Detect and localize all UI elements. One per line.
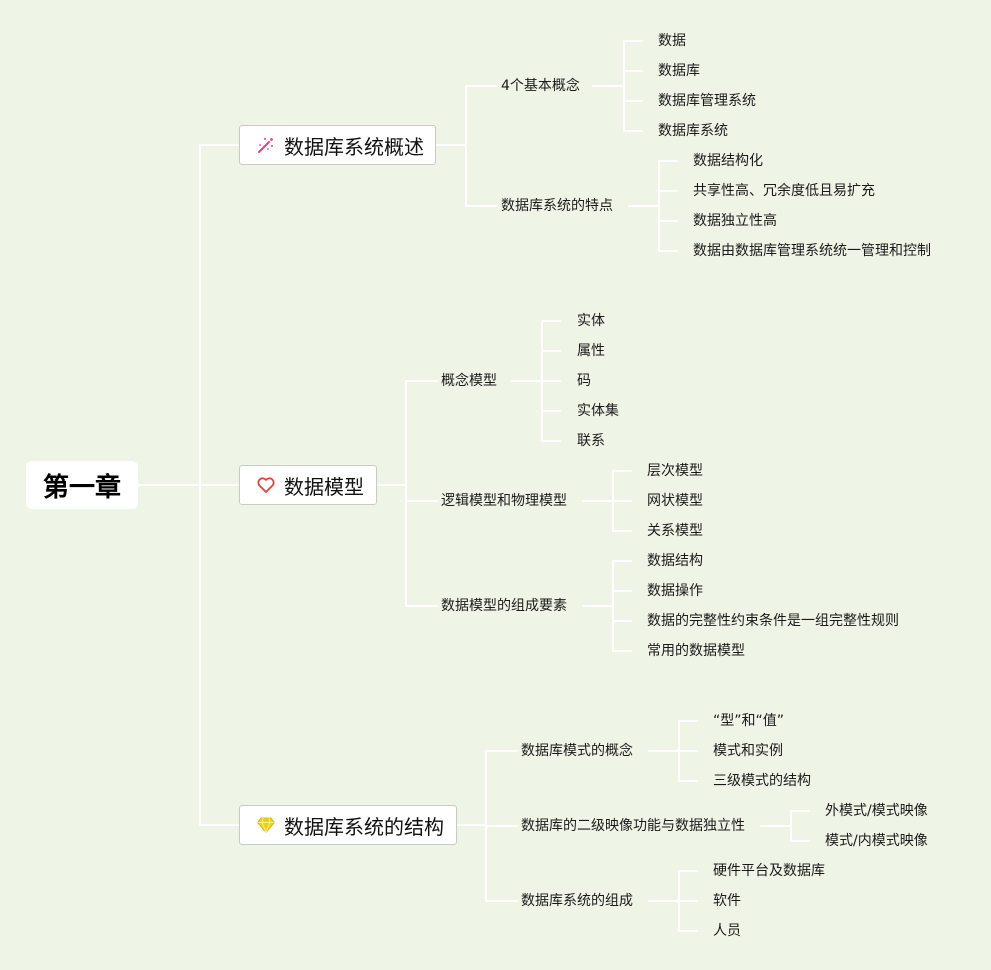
leaf-item[interactable]: 联系 [577, 433, 605, 449]
leaf-item[interactable]: 三级模式的结构 [713, 773, 811, 789]
branch-label: 数据模型 [284, 474, 364, 499]
leaf-item[interactable]: 数据库 [658, 63, 700, 79]
leaf-item[interactable]: 数据的完整性约束条件是一组完整性规则 [647, 613, 899, 629]
sub-topic[interactable]: 数据库系统的组成 [521, 893, 633, 909]
leaf-item[interactable]: 人员 [713, 923, 741, 939]
sub-topic[interactable]: 数据库模式的概念 [521, 743, 633, 759]
leaf-item[interactable]: 模式/内模式映像 [825, 833, 928, 849]
leaf-item[interactable]: 数据独立性高 [693, 213, 777, 229]
leaf-item[interactable]: 层次模型 [647, 463, 703, 479]
root-node[interactable]: 第一章 [26, 461, 138, 509]
branch-label: 数据库系统的结构 [284, 814, 444, 839]
leaf-item[interactable]: 数据由数据库管理系统统一管理和控制 [693, 243, 931, 259]
leaf-item[interactable]: 数据 [658, 33, 686, 49]
sub-topic[interactable]: 逻辑模型和物理模型 [441, 493, 567, 509]
leaf-item[interactable]: “型”和“值” [713, 713, 785, 729]
leaf-item[interactable]: 外模式/模式映像 [825, 803, 928, 819]
leaf-item[interactable]: 数据结构化 [693, 153, 763, 169]
leaf-item[interactable]: 实体 [577, 313, 605, 329]
leaf-item[interactable]: 数据结构 [647, 553, 703, 569]
leaf-item[interactable]: 软件 [713, 893, 741, 909]
leaf-item[interactable]: 实体集 [577, 403, 619, 419]
leaf-item[interactable]: 网状模型 [647, 493, 703, 509]
branch-label: 数据库系统概述 [284, 134, 424, 159]
leaf-item[interactable]: 码 [577, 373, 591, 389]
leaf-item[interactable]: 数据库管理系统 [658, 93, 756, 109]
diamond-icon [256, 815, 276, 835]
root-label: 第一章 [42, 472, 121, 503]
branch-node[interactable]: 数据模型 [239, 465, 377, 505]
sub-topic[interactable]: 数据模型的组成要素 [441, 598, 567, 614]
sub-topic[interactable]: 数据库系统的特点 [501, 198, 613, 214]
leaf-item[interactable]: 属性 [577, 343, 605, 359]
leaf-item[interactable]: 共享性高、冗余度低且易扩充 [693, 183, 875, 199]
leaf-item[interactable]: 硬件平台及数据库 [713, 863, 825, 879]
branch-node[interactable]: 数据库系统的结构 [239, 805, 457, 845]
heart-icon [256, 475, 276, 495]
leaf-item[interactable]: 数据库系统 [658, 123, 728, 139]
sub-topic[interactable]: 4个基本概念 [501, 78, 580, 94]
sub-topic[interactable]: 概念模型 [441, 373, 497, 389]
leaf-item[interactable]: 关系模型 [647, 523, 703, 539]
branch-node[interactable]: 数据库系统概述 [239, 125, 436, 165]
leaf-item[interactable]: 常用的数据模型 [647, 643, 745, 659]
leaf-item[interactable]: 模式和实例 [713, 743, 783, 759]
magic-wand-icon [256, 135, 276, 155]
leaf-item[interactable]: 数据操作 [647, 583, 703, 599]
sub-topic[interactable]: 数据库的二级映像功能与数据独立性 [521, 818, 745, 834]
